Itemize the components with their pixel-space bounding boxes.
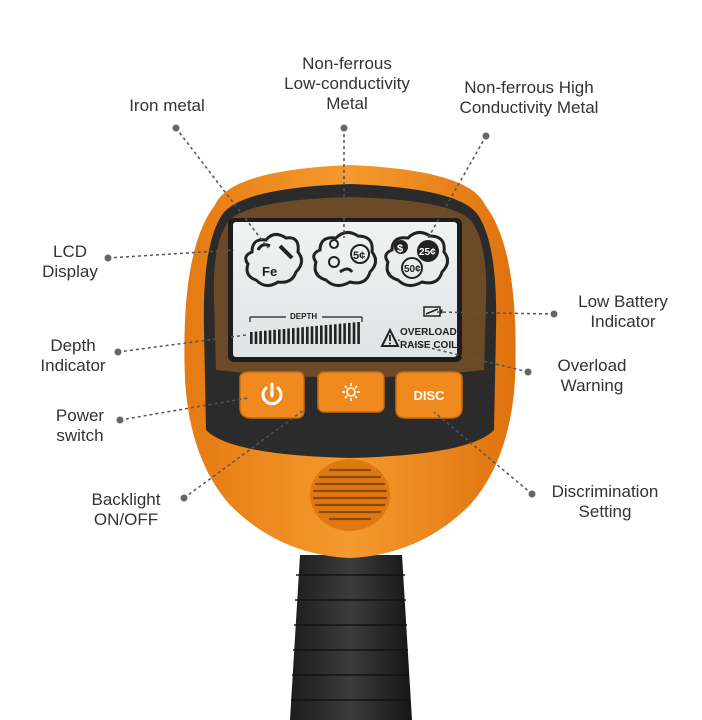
overload-warning: OVERLOAD RAISE COIL	[380, 327, 457, 351]
depth-bar-segment	[254, 331, 258, 344]
depth-bar-segment	[352, 322, 356, 344]
depth-bar-segment	[296, 327, 300, 344]
depth-bar-segment	[315, 325, 318, 344]
depth-bar-segment	[348, 322, 351, 344]
callout-depth-indicator-line1: Depth	[50, 336, 96, 355]
depth-bar-segment	[292, 328, 295, 344]
coin-5-label: 5¢	[353, 250, 365, 262]
depth-bar-segment	[264, 330, 267, 344]
callout-discrimination: Discrimination Setting	[538, 482, 672, 522]
depth-bar-segment	[357, 322, 360, 344]
callout-non-ferrous-high: Non-ferrous High Conductivity Metal	[440, 78, 618, 118]
callout-low-battery: Low Battery Indicator	[562, 292, 684, 332]
callout-overload-warning-line2: Warning	[560, 376, 624, 395]
callout-depth-indicator-line2: Indicator	[40, 356, 106, 375]
callout-lcd-display-line1: LCD	[52, 242, 87, 261]
overload-text: OVERLOAD	[400, 327, 457, 338]
callout-overload-warning: Overload Warning	[540, 356, 644, 396]
depth-indicator: DEPTH	[249, 312, 363, 344]
callout-non-ferrous-high-line1: Non-ferrous High	[464, 78, 594, 97]
depth-bar-segment	[324, 325, 328, 344]
callout-non-ferrous-low-line3: Metal	[326, 94, 368, 113]
callout-non-ferrous-high-line2: Conductivity Metal	[459, 98, 599, 117]
raise-coil-text: RAISE COIL	[400, 340, 457, 351]
callout-non-ferrous-low: Non-ferrous Low-conductivity Metal	[262, 54, 432, 114]
sun-icon	[342, 383, 360, 401]
depth-bar-segment	[301, 327, 304, 344]
callout-power-switch-line1: Power	[55, 406, 105, 425]
callout-lcd-display: LCD Display	[30, 242, 110, 282]
power-button[interactable]	[239, 371, 305, 419]
depth-bar-segment	[329, 324, 332, 344]
depth-bar-segment	[343, 323, 346, 344]
callout-overload-warning-line1: Overload	[557, 356, 627, 375]
coin-50-label: 50¢	[404, 264, 421, 275]
dollar-symbol: $	[397, 243, 403, 255]
lcd-display: Fe 5¢ $ 25¢ 50¢ DEPTH	[228, 218, 462, 362]
high-conductivity-cloud-icon: $ 25¢ 50¢	[384, 231, 449, 287]
depth-bar-segment	[268, 330, 272, 344]
iron-metal-cloud-icon: Fe	[244, 233, 303, 287]
fe-symbol: Fe	[262, 264, 277, 279]
leader-dots	[104, 124, 558, 502]
callout-power-switch: Power switch	[40, 406, 120, 446]
coin-25-label: 25¢	[419, 247, 436, 258]
depth-bar-segment	[287, 328, 290, 344]
callout-lcd-display-line2: Display	[42, 262, 98, 281]
callout-depth-indicator: Depth Indicator	[28, 336, 118, 376]
callout-discrimination-line1: Discrimination	[551, 482, 659, 501]
depth-bar-segment	[250, 332, 253, 344]
depth-label: DEPTH	[290, 312, 317, 321]
leader-lines	[107, 127, 555, 499]
callout-backlight: Backlight ON/OFF	[76, 490, 176, 530]
low-conductivity-cloud-icon: 5¢	[312, 231, 377, 287]
depth-bar-segment	[320, 325, 323, 344]
power-icon	[261, 382, 283, 406]
depth-bar-segment	[306, 326, 309, 344]
handle	[290, 555, 412, 720]
depth-bar-segment	[259, 331, 262, 344]
callout-discrimination-line2: Setting	[578, 502, 632, 521]
callout-backlight-line1: Backlight	[91, 490, 161, 509]
depth-bars	[250, 322, 360, 344]
depth-bar-segment	[273, 329, 276, 344]
depth-bar-segment	[310, 326, 314, 344]
callout-non-ferrous-low-line1: Non-ferrous	[302, 54, 392, 73]
disc-label: DISC	[413, 388, 445, 403]
callout-low-battery-line1: Low Battery	[578, 292, 668, 311]
disc-button[interactable]: DISC	[395, 371, 463, 419]
depth-bar-segment	[282, 329, 286, 344]
callout-iron-metal: Iron metal	[112, 96, 222, 116]
backlight-button[interactable]	[317, 371, 385, 413]
callout-power-switch-line2: switch	[56, 426, 104, 445]
callout-low-battery-line2: Indicator	[590, 312, 656, 331]
depth-bar-segment	[278, 329, 281, 344]
callout-non-ferrous-low-line2: Low-conductivity	[284, 74, 410, 93]
speaker-grille	[310, 459, 390, 531]
callout-iron-metal-line1: Iron metal	[129, 96, 205, 115]
callout-backlight-line2: ON/OFF	[93, 510, 159, 529]
depth-bar-segment	[338, 323, 342, 344]
depth-bar-segment	[334, 324, 337, 344]
